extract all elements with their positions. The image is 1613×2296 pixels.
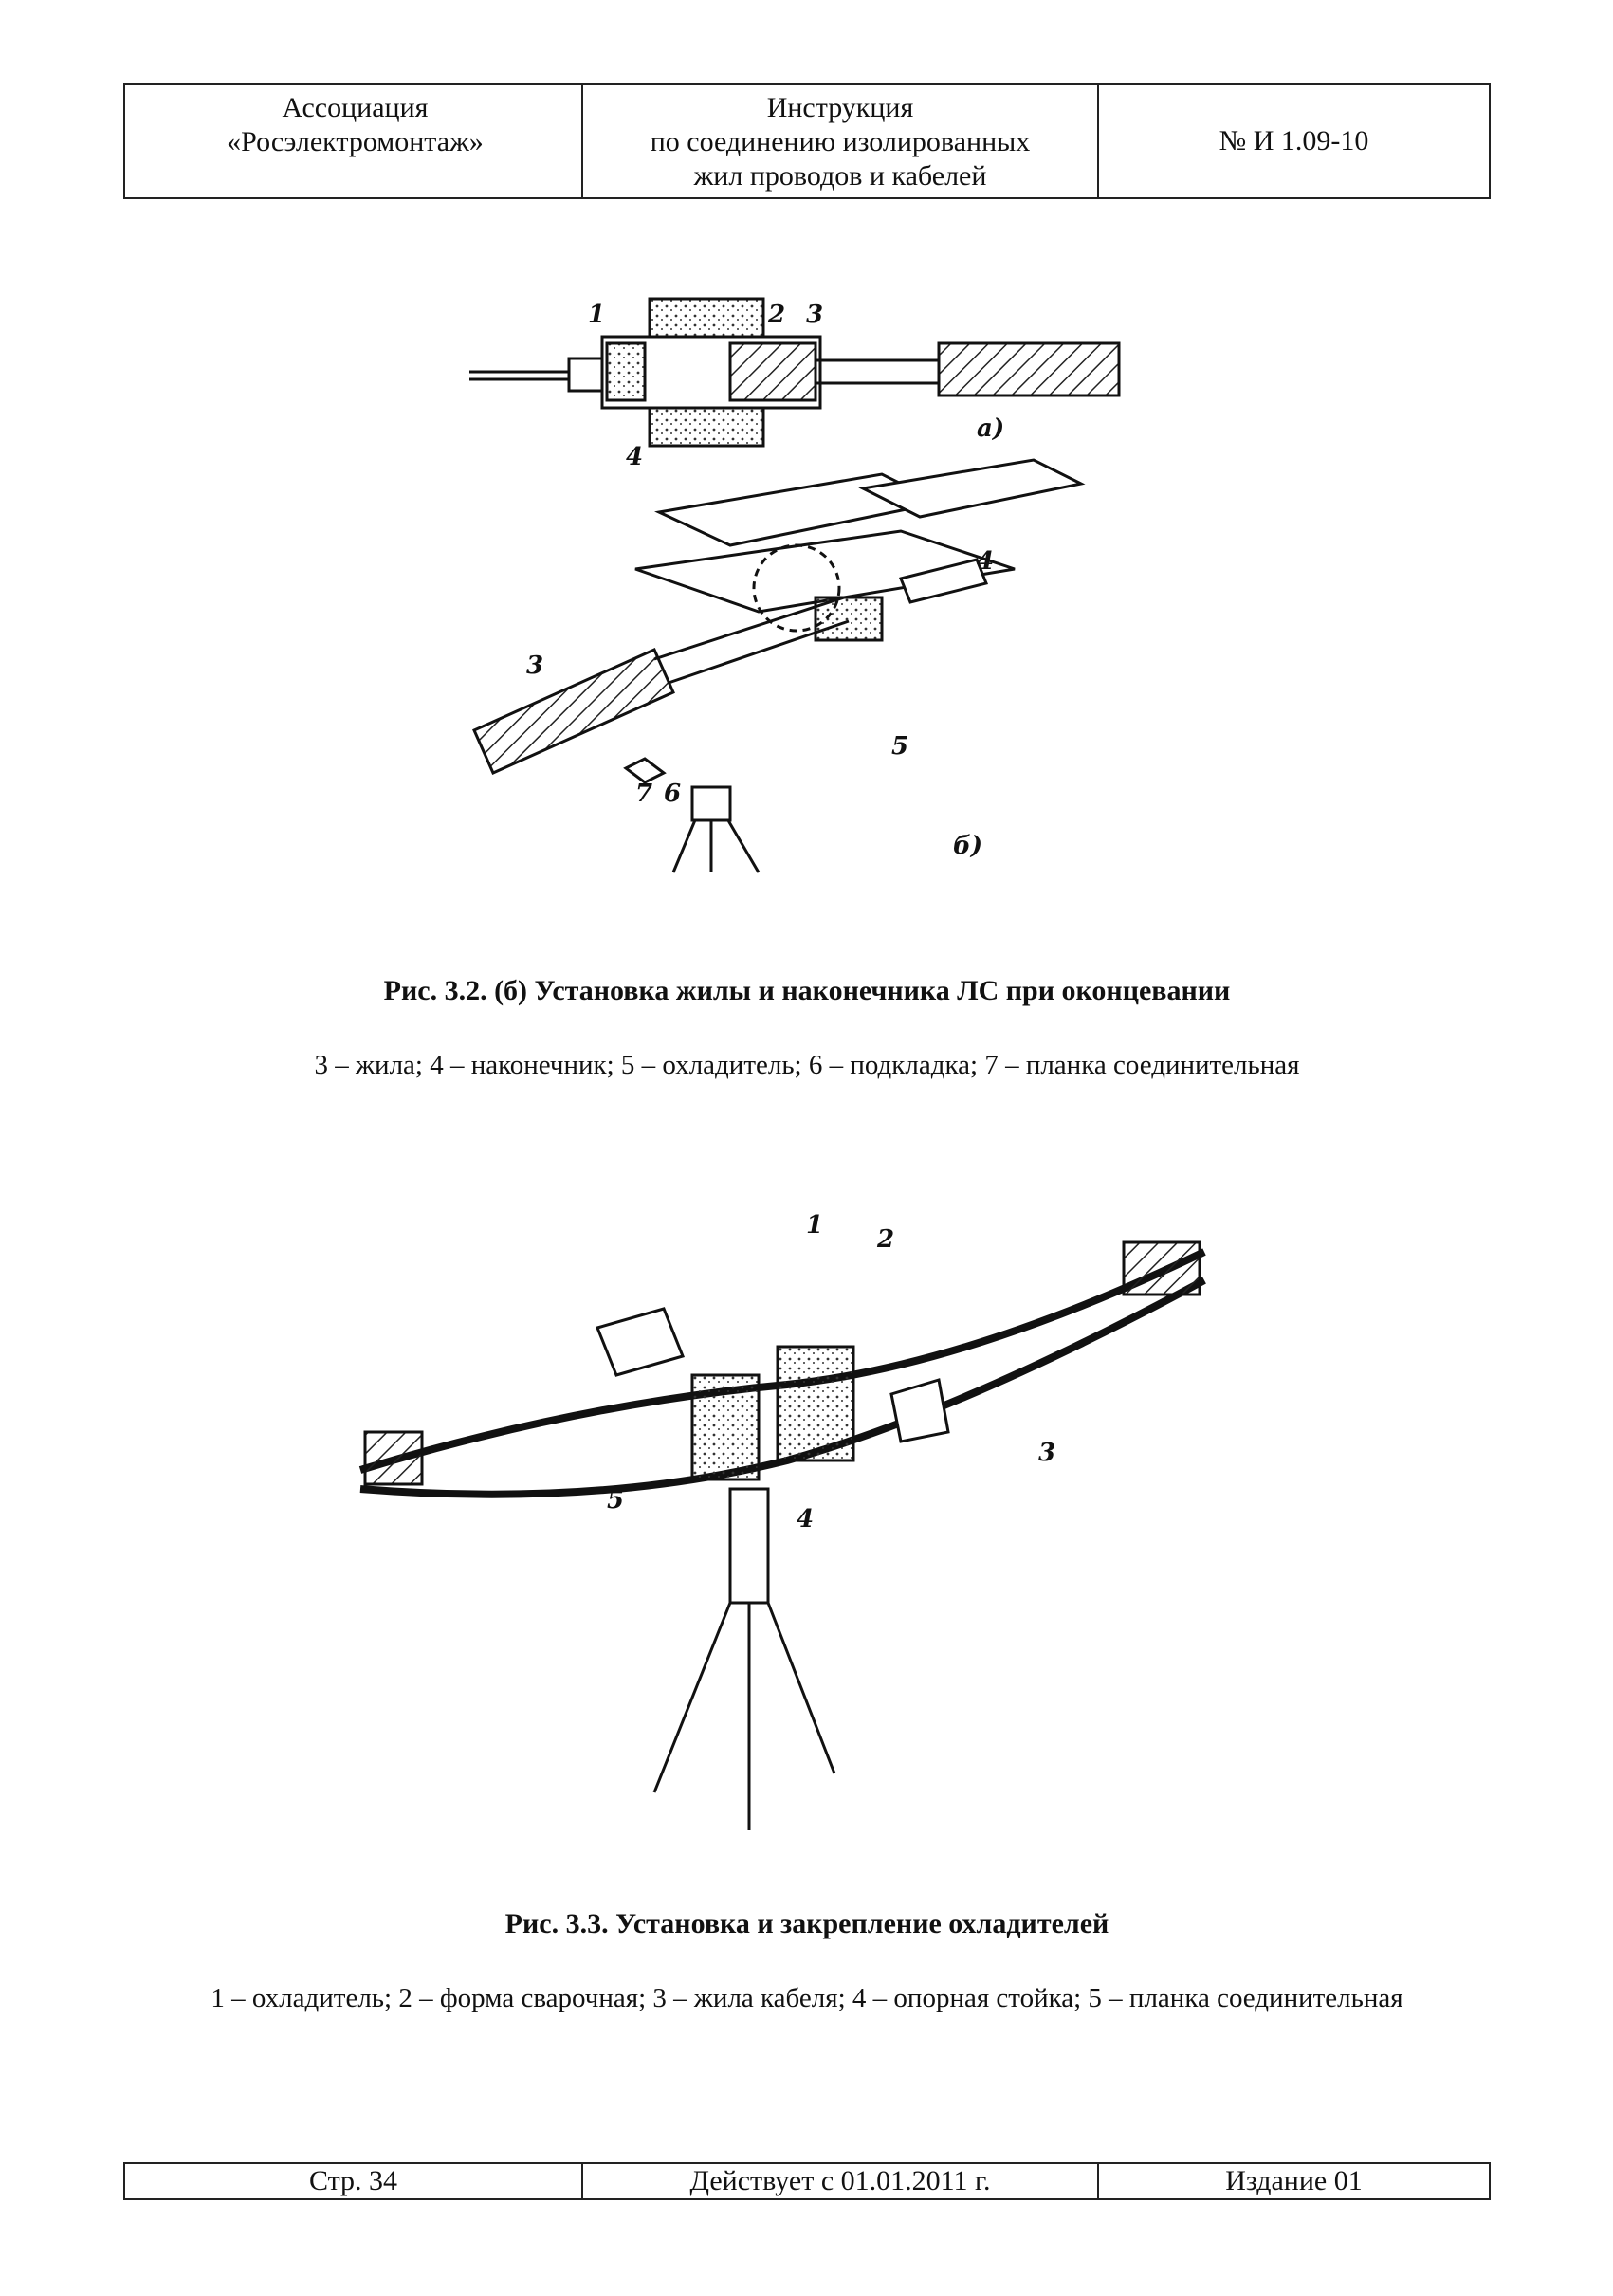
label-3-3-4: 4 [797,1505,814,1534]
header-organization: Ассоциация «Росэлектромонтаж» [125,85,583,197]
label-3-3-3: 3 [1038,1439,1055,1467]
figure-3-3-labels: 1 2 3 4 5 [607,1211,1055,1534]
figure-3-3: 1 2 3 4 5 [351,1204,1223,1830]
panel-a-drawing [469,297,1121,448]
doc-number: № И 1.09-10 [1219,125,1369,156]
figure-3-3-legend: 1 – охладитель; 2 – форма сварочная; 3 –… [211,1983,1403,2013]
panel-b-letter: б) [953,832,982,860]
label-3-3-1: 1 [806,1211,823,1240]
footer-effective: Действует с 01.01.2011 г. [583,2164,1099,2198]
footer-table: Стр. 34 Действует с 01.01.2011 г. Издани… [123,2162,1491,2200]
org-line-1: Ассоциация [282,92,429,123]
label-b-4: 4 [977,547,994,576]
label-b-6: 6 [664,780,681,808]
footer-edition: Издание 01 [1225,2165,1363,2196]
figure-3-3-lines [358,1240,1206,1830]
org-line-2: «Росэлектромонтаж» [227,126,484,157]
figure-3-3-caption: Рис. 3.3. Установка и закрепление охлади… [504,1908,1109,1939]
label-a-4: 4 [626,443,643,471]
title-line-1: Инструкция [766,92,914,123]
header-table: Ассоциация «Росэлектромонтаж» Инструкция… [123,83,1491,199]
title-line-2: по соединению изолированных [650,126,1031,157]
header-title: Инструкция по соединению изолированных ж… [583,85,1099,197]
panel-a-labels: 1 2 3 4 а) [588,301,1004,471]
label-b-5: 5 [891,732,908,761]
label-3-3-5: 5 [607,1486,624,1515]
panel-b-labels: 3 4 5 6 7 б) [526,547,994,860]
panel-b-drawing [472,458,1086,873]
figure-3-2-caption: Рис. 3.2. (б) Установка жилы и наконечни… [383,975,1231,1006]
figure-3-3-drawing: 1 2 3 4 5 [358,1211,1206,1830]
label-b-7: 7 [635,780,652,808]
figure-3-2-drawing: 1 2 3 4 а) 3 4 5 6 7 [469,297,1121,873]
label-a-2: 2 [767,301,785,329]
label-a-3: 3 [806,301,823,329]
label-a-1: 1 [588,301,605,329]
figure-3-2-legend: 3 – жила; 4 – наконечник; 5 – охладитель… [314,1050,1300,1080]
title-line-3: жил проводов и кабелей [693,160,987,192]
label-3-3-2: 2 [876,1225,894,1254]
footer-page: Стр. 34 [125,2164,583,2198]
panel-a-letter: а) [977,414,1004,443]
figure-3-2: 1 2 3 4 а) 3 4 5 6 7 [446,285,1147,882]
label-b-3: 3 [526,652,543,680]
header-doc-number: № И 1.09-10 [1099,85,1489,197]
